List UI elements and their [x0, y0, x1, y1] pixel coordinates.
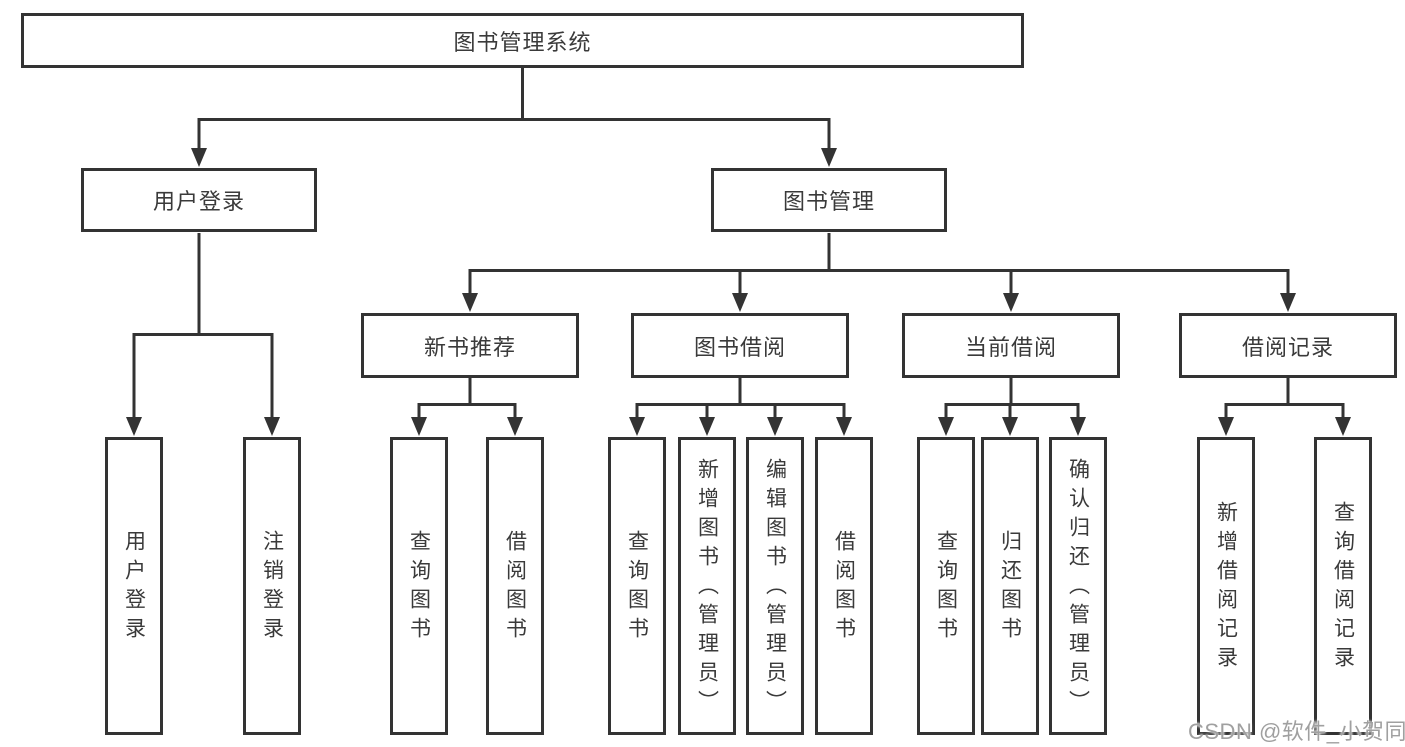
leaf-user-login: 用户登录 [105, 437, 163, 735]
leaf-add-books-admin: 新增图书（管理员） [678, 437, 736, 735]
node-borrowing-records: 借阅记录 [1179, 313, 1397, 378]
node-new-book-recommend: 新书推荐 [361, 313, 579, 378]
leaf-query-books-borrow: 查询图书 [608, 437, 666, 735]
leaf-query-borrow-record: 查询借阅记录 [1314, 437, 1372, 735]
leaf-borrow-books-recommend: 借阅图书 [486, 437, 544, 735]
leaf-add-borrow-record: 新增借阅记录 [1197, 437, 1255, 735]
leaf-query-books-current: 查询图书 [917, 437, 975, 735]
tree-edges [132, 66, 1345, 419]
leaf-confirm-return-admin: 确认归还（管理员） [1049, 437, 1107, 735]
leaf-edit-books-admin: 编辑图书（管理员） [746, 437, 804, 735]
node-book-management: 图书管理 [711, 168, 947, 232]
leaf-return-books: 归还图书 [981, 437, 1039, 735]
arrowheads [126, 148, 1351, 436]
node-current-borrowing: 当前借阅 [902, 313, 1120, 378]
node-user-login: 用户登录 [81, 168, 317, 232]
leaf-logout: 注销登录 [243, 437, 301, 735]
csdn-watermark: CSDN @软件_小贺同学 [1188, 719, 1405, 744]
node-root-system: 图书管理系统 [21, 13, 1024, 68]
node-book-borrowing: 图书借阅 [631, 313, 849, 378]
leaf-query-books-recommend: 查询图书 [390, 437, 448, 735]
leaf-borrow-books: 借阅图书 [815, 437, 873, 735]
